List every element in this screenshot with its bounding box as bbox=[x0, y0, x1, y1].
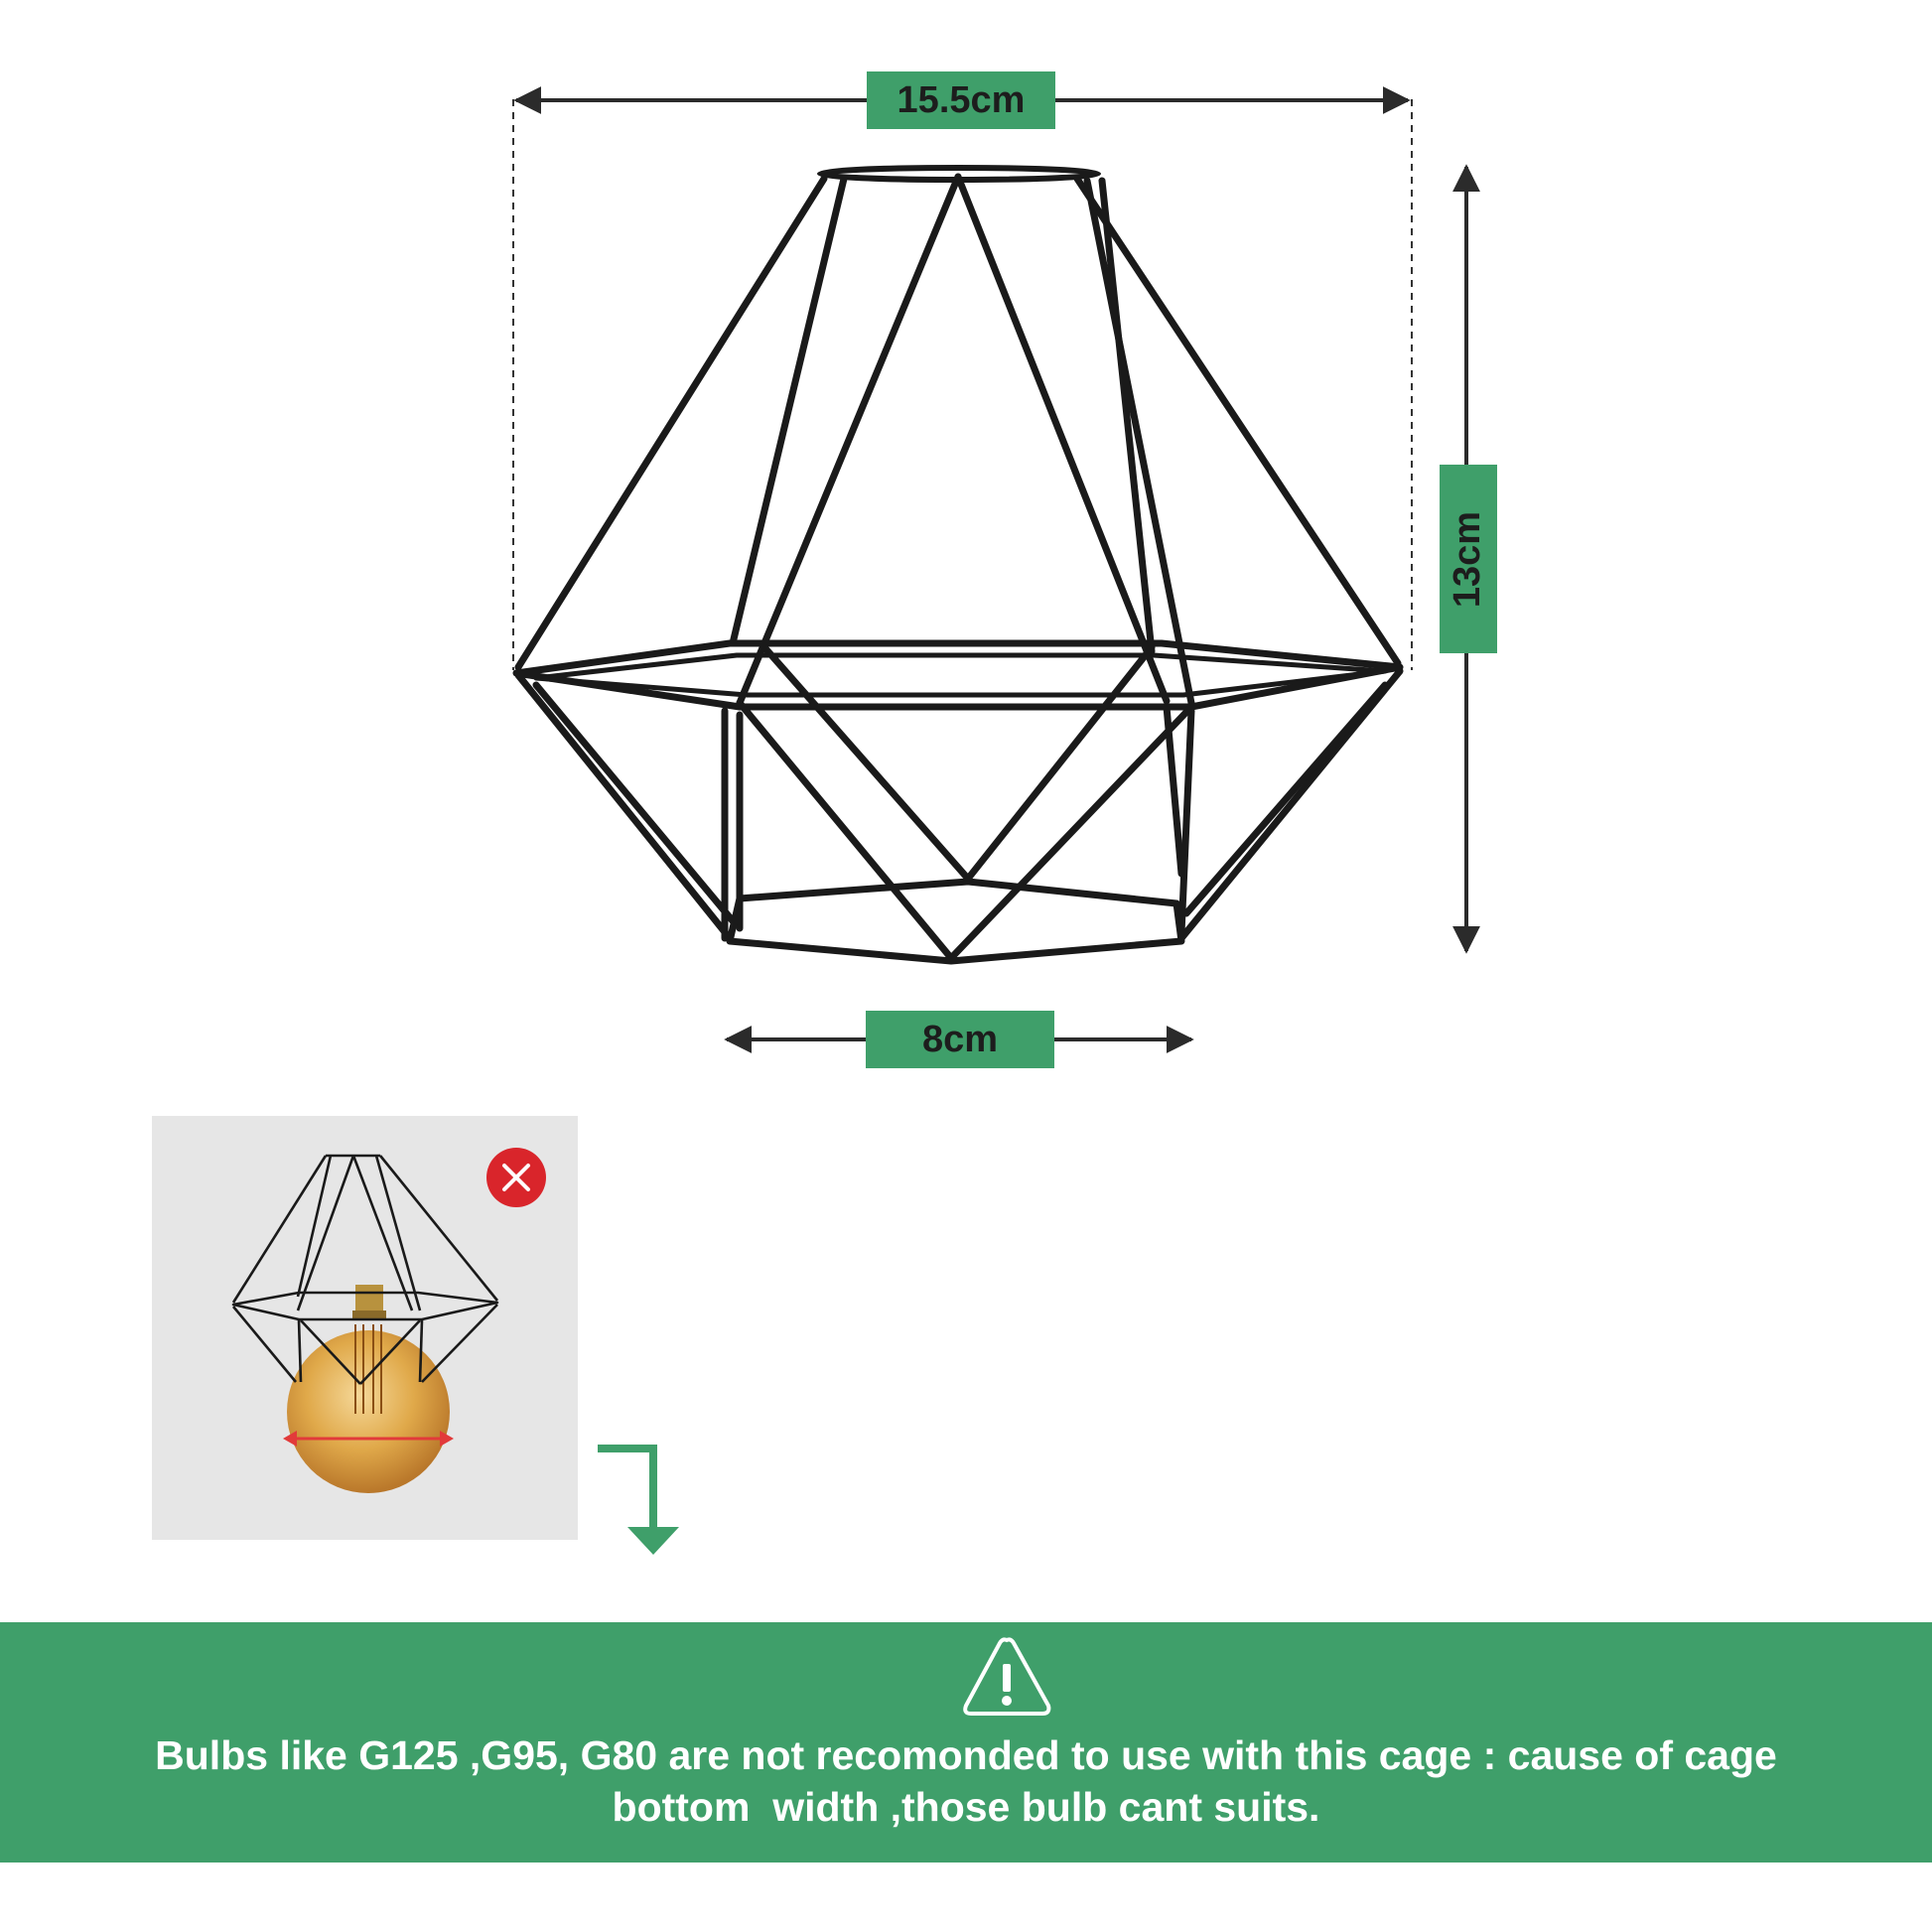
cage-with-bulb-image bbox=[231, 1148, 546, 1493]
close-icon bbox=[486, 1148, 546, 1207]
top-width-label: 15.5cm bbox=[867, 71, 1055, 129]
bulb-width-arrow bbox=[283, 1431, 454, 1447]
height-label-text: 13cm bbox=[1447, 510, 1489, 608]
arrow-down-right-icon bbox=[598, 1445, 679, 1555]
bottom-width-label: 8cm bbox=[866, 1011, 1054, 1068]
warning-triangle-icon bbox=[963, 1637, 1051, 1716]
warning-line-2: bottom width ,those bulb cant suits. bbox=[612, 1784, 1320, 1830]
wire-cage bbox=[512, 165, 1404, 965]
warning-message: Bulbs like G125 ,G95, G80 are not recomo… bbox=[0, 1729, 1932, 1833]
height-label: 13cm bbox=[1440, 465, 1497, 653]
small-cage bbox=[231, 1154, 499, 1385]
incompatible-bulb-thumbnail bbox=[152, 1116, 578, 1540]
dimension-arrows bbox=[513, 86, 1480, 1053]
bulb-icon bbox=[287, 1285, 450, 1493]
dimension-guides bbox=[512, 99, 1413, 670]
warning-banner: Bulbs like G125 ,G95, G80 are not recomo… bbox=[0, 1622, 1932, 1863]
warning-line-1: Bulbs like G125 ,G95, G80 are not recomo… bbox=[155, 1732, 1777, 1778]
